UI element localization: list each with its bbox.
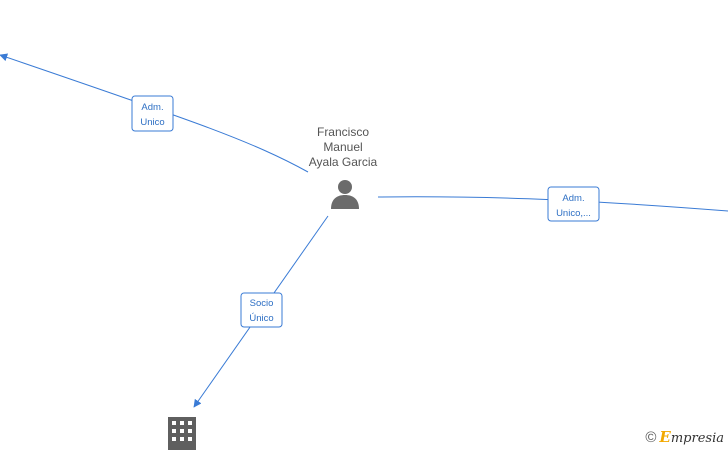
- person-icon: [331, 180, 359, 209]
- person-name-line1: Francisco: [317, 125, 369, 139]
- copyright-symbol: ©: [645, 428, 657, 446]
- edge-label-down-line1: Socio: [250, 298, 274, 309]
- empresia-watermark: © Empresia: [645, 428, 724, 446]
- building-icon[interactable]: [168, 417, 196, 450]
- edge-label-left[interactable]: Adm. Unico: [131, 95, 174, 132]
- edge-label-down[interactable]: Socio Único: [240, 292, 283, 328]
- edge-label-down-line2: Único: [249, 313, 273, 324]
- person-name-line3: Ayala Garcia: [309, 155, 378, 169]
- edge-line-right: [377, 196, 728, 212]
- edge-label-left-line2: Unico: [140, 117, 164, 128]
- person-name-line2: Manuel: [323, 140, 362, 154]
- edge-label-right[interactable]: Adm. Unico,...: [547, 186, 600, 222]
- edge-label-left-line1: Adm.: [141, 102, 163, 113]
- edge-line-left: [0, 53, 309, 173]
- brand-logo: Empresia: [659, 428, 724, 446]
- edge-label-right-line1: Adm.: [562, 193, 584, 204]
- person-node[interactable]: Francisco Manuel Ayala Garcia: [309, 125, 378, 209]
- edge-label-right-line2: Unico,...: [556, 208, 591, 219]
